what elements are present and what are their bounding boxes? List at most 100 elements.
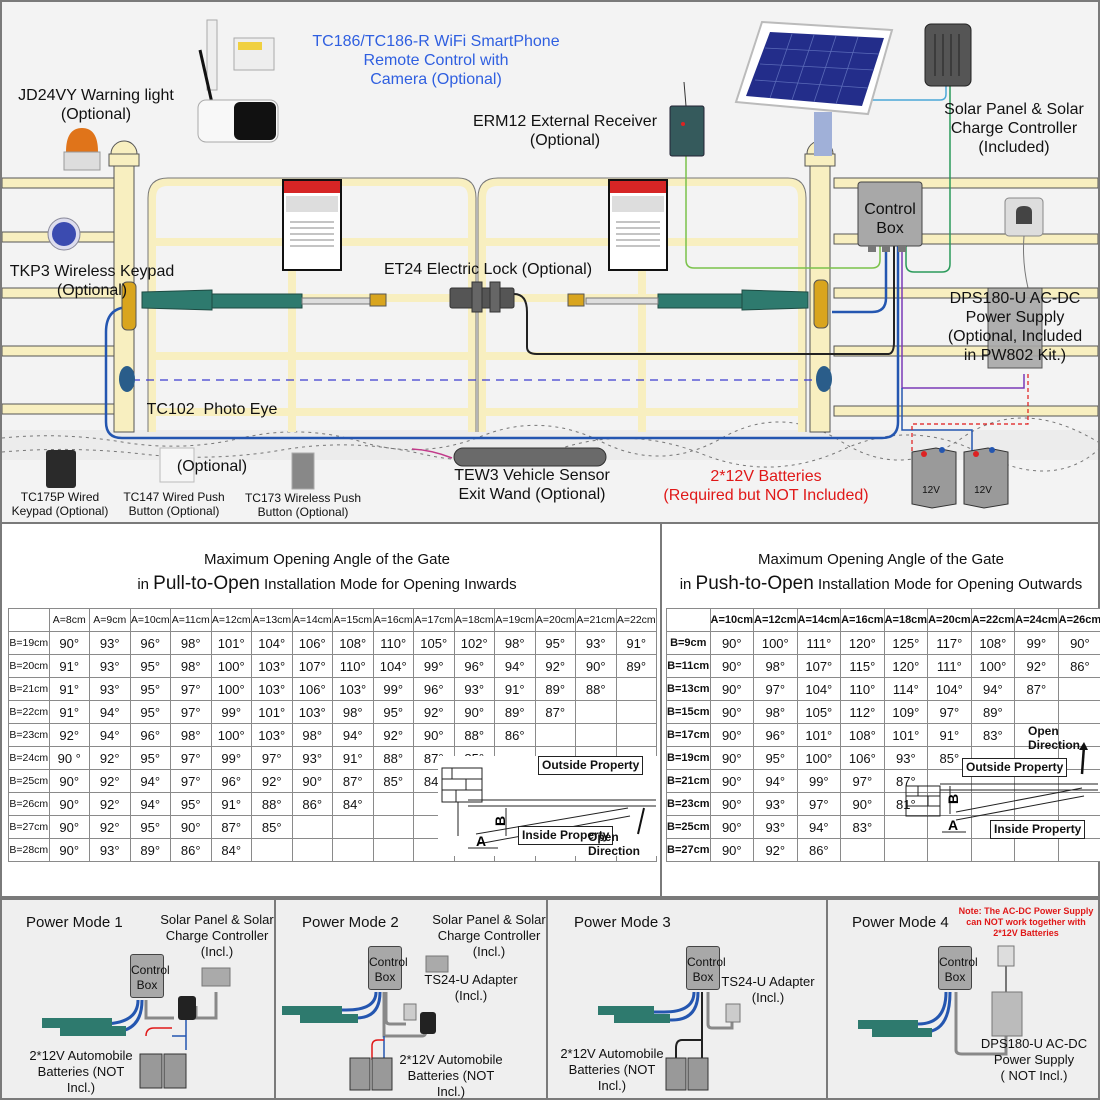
open-direction-label: Open Direction xyxy=(1028,724,1081,752)
receiver-cable xyxy=(685,147,881,269)
lock-cable xyxy=(513,242,895,355)
column-header: A=18cm xyxy=(453,608,495,632)
angle-cell: 90° xyxy=(48,815,90,839)
angle-cell: 100° xyxy=(210,677,252,701)
angle-cell xyxy=(1057,677,1100,701)
angle-cell: 98° xyxy=(170,654,212,678)
row-header: B=23cm xyxy=(666,792,711,816)
wall-outlet-icon xyxy=(1004,197,1044,289)
angle-cell: 97° xyxy=(170,677,212,701)
column-header: A=18cm xyxy=(883,608,929,632)
wired-keypad-icon xyxy=(46,450,76,488)
angle-cell: 97° xyxy=(796,792,842,816)
row-header: B=9cm xyxy=(666,631,711,655)
angle-cell: 97° xyxy=(170,700,212,724)
angle-cell: 92° xyxy=(1014,654,1059,678)
angle-cell: 88° xyxy=(453,723,495,747)
angle-cell: 91° xyxy=(927,723,972,747)
angle-cell: 111° xyxy=(927,654,972,678)
wall-outlet-icon xyxy=(725,1003,741,1023)
wired-push-button-icon xyxy=(159,447,195,483)
column-header: A=17cm xyxy=(413,608,455,632)
angle-cell xyxy=(970,838,1016,862)
angle-cell: 92° xyxy=(48,723,90,747)
angle-cell xyxy=(291,838,333,862)
angle-cell: 100° xyxy=(753,631,798,655)
actuator-left xyxy=(121,281,387,331)
actuator-icon xyxy=(872,1028,932,1037)
angle-cell: 94° xyxy=(89,700,131,724)
dim-a-label: A xyxy=(948,817,958,833)
angle-cell xyxy=(251,838,293,862)
angle-cell: 125° xyxy=(883,631,929,655)
angle-cell: 93° xyxy=(883,746,929,770)
angle-cell xyxy=(840,838,885,862)
wired-keypad-label: TC175P Wired Keypad (Optional) xyxy=(11,490,109,518)
angle-cell: 88° xyxy=(575,677,617,701)
angle-cell xyxy=(615,677,657,701)
wifi-remote-label: TC186/TC186-R WiFi SmartPhone Remote Con… xyxy=(312,33,560,88)
angle-cell: 90° xyxy=(48,792,90,816)
control-box-label: Control Box xyxy=(864,201,916,237)
angle-cell: 93° xyxy=(89,631,131,655)
push-sketch-drawing: B A xyxy=(905,742,1098,833)
angle-cell: 93° xyxy=(753,815,798,839)
angle-cell: 97° xyxy=(753,677,798,701)
angle-cell: 97° xyxy=(840,769,885,793)
angle-cell: 92° xyxy=(89,769,131,793)
angle-cell: 90° xyxy=(709,746,755,770)
angle-cell: 103° xyxy=(291,700,333,724)
angle-cell: 111° xyxy=(796,631,842,655)
angle-cell: 88° xyxy=(251,792,293,816)
actuator-icon xyxy=(858,1020,918,1029)
angle-cell: 98° xyxy=(753,700,798,724)
angle-cell: 90° xyxy=(709,769,755,793)
angle-cell: 90° xyxy=(48,631,90,655)
angle-cell: 94° xyxy=(332,723,374,747)
angle-cell xyxy=(970,792,1016,816)
external-receiver-label: ERM12 External Receiver (Optional) xyxy=(472,113,658,149)
angle-cell: 90° xyxy=(48,769,90,793)
angle-cell: 95° xyxy=(534,631,576,655)
angle-cell: 86° xyxy=(796,838,842,862)
angle-cell: 108° xyxy=(332,631,374,655)
row-header: B=19cm xyxy=(666,746,711,770)
angle-cell: 86° xyxy=(1057,654,1100,678)
angle-cell: 87° xyxy=(332,769,374,793)
angle-cell: 92° xyxy=(89,815,131,839)
angle-cell: 98° xyxy=(494,631,536,655)
power-mode-title: Power Mode 1 xyxy=(26,914,123,931)
angle-cell: 99° xyxy=(1014,631,1059,655)
pull-table-title: Maximum Opening Angle of the Gate in Pul… xyxy=(137,551,517,594)
angle-cell: 106° xyxy=(291,677,333,701)
angle-cell: 95° xyxy=(129,815,171,839)
angle-cell: 90° xyxy=(575,654,617,678)
angle-cell xyxy=(1014,700,1059,724)
battery-icon xyxy=(139,1053,163,1089)
angle-cell xyxy=(575,700,617,724)
gate-posts xyxy=(108,140,836,433)
row-header: B=22cm xyxy=(8,700,50,724)
battery-neg-cable xyxy=(901,388,973,452)
battery-icon xyxy=(665,1057,687,1091)
angle-cell: 98° xyxy=(753,654,798,678)
dim-b-label: B xyxy=(945,794,961,804)
angle-cell: 92° xyxy=(89,792,131,816)
actuator-right xyxy=(567,279,829,329)
angle-cell: 96° xyxy=(753,723,798,747)
column-header: A=20cm xyxy=(534,608,576,632)
wired-push-label: TC147 Wired Push Button (Optional) xyxy=(123,490,225,518)
angle-cell: 97° xyxy=(927,700,972,724)
battery-voltage-label: 12V xyxy=(922,485,940,496)
solar-panel-cable xyxy=(872,82,947,101)
actuator-icon xyxy=(614,1014,670,1023)
angle-cell: 91° xyxy=(494,677,536,701)
angle-cell: 92° xyxy=(753,838,798,862)
row-header: B=13cm xyxy=(666,677,711,701)
angle-cell: 96° xyxy=(453,654,495,678)
actuator-icon xyxy=(300,1014,358,1023)
